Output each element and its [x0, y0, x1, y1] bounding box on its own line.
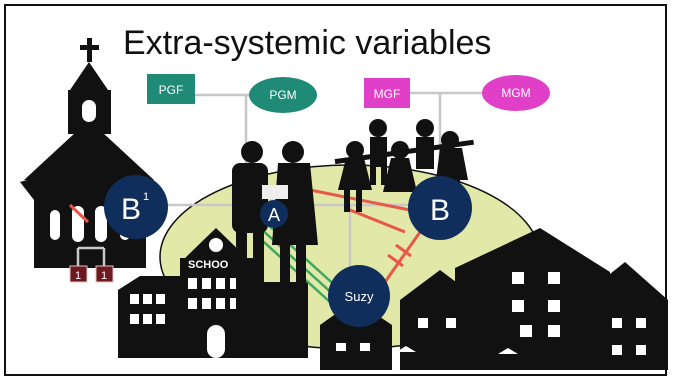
mgf-box[interactable] — [364, 78, 410, 108]
school-windows — [130, 238, 239, 358]
conflict-line-b1 — [68, 203, 90, 224]
node-b[interactable] — [408, 176, 472, 240]
adults-silhouette — [232, 141, 318, 315]
school-sign: SCHOO — [188, 259, 229, 271]
conflict-line-couple — [344, 206, 406, 234]
node-b-label: B — [430, 194, 450, 227]
pgf-box[interactable] — [147, 74, 195, 104]
small-box-right-label: 1 — [101, 270, 107, 282]
node-suzy-label: Suzy — [345, 289, 374, 304]
node-b1-label: B — [121, 193, 141, 226]
children-silhouette — [334, 119, 474, 212]
small-box-left[interactable] — [69, 265, 88, 283]
slide-frame — [4, 4, 667, 376]
node-b1[interactable] — [104, 175, 168, 239]
small-box-right[interactable] — [95, 265, 114, 283]
pgm-oval[interactable] — [249, 77, 317, 113]
pgm-label: PGM — [269, 88, 296, 102]
houses-windows — [336, 272, 646, 355]
mgm-oval[interactable] — [482, 75, 550, 111]
slide-title: Extra-systemic variables — [123, 24, 492, 62]
houses-silhouette — [320, 228, 668, 370]
node-b1-superscript: 1 — [143, 191, 149, 203]
pgf-label: PGF — [159, 83, 184, 97]
conflict-break-1 — [387, 253, 404, 268]
node-a-label: A — [268, 205, 280, 225]
node-suzy[interactable] — [328, 265, 390, 327]
mgm-label: MGM — [501, 86, 530, 100]
small-box-left-label: 1 — [75, 270, 81, 282]
mgf-label: MGF — [374, 87, 401, 101]
node-a[interactable] — [260, 200, 288, 228]
conflict-break-2 — [395, 243, 412, 258]
